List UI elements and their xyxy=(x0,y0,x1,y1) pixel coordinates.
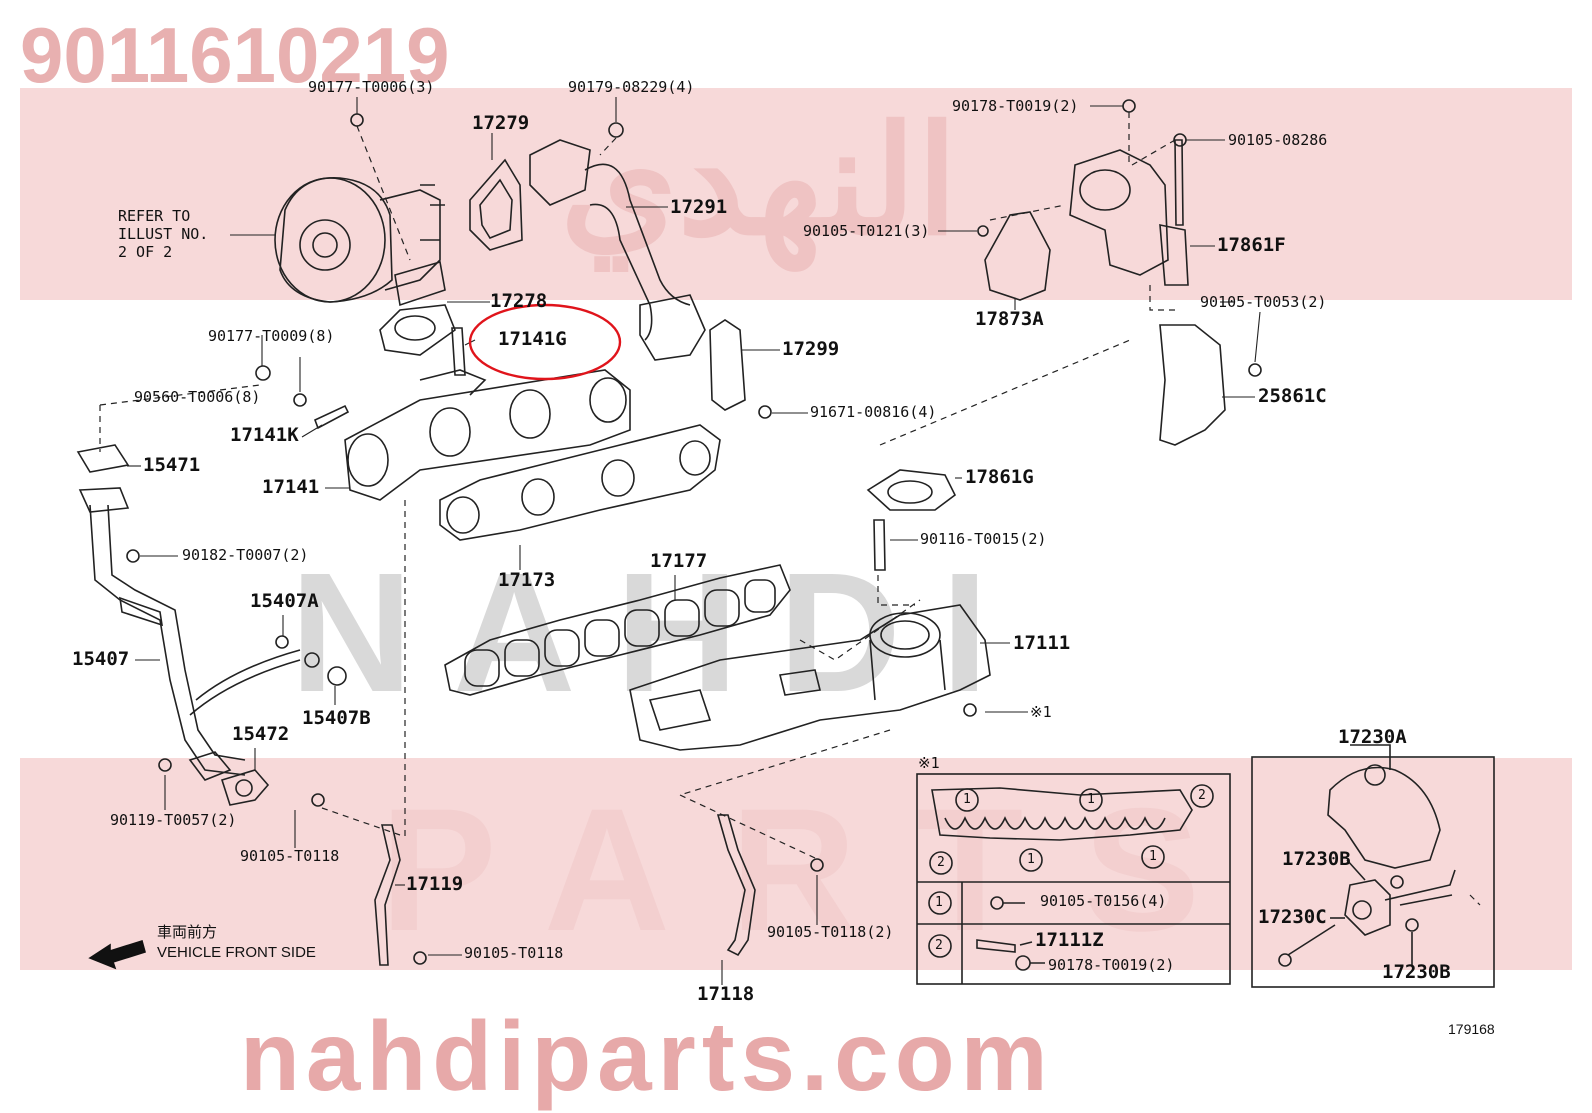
label-90182-T0007: 90182-T0007(2) xyxy=(182,546,309,564)
label-17119: 17119 xyxy=(406,873,464,895)
inset-title: ※1 xyxy=(918,754,940,772)
dashed-lines xyxy=(99,112,1481,906)
label-17141G[interactable]: 17141G xyxy=(498,328,567,350)
exhaust-manifold-drawing xyxy=(344,369,631,501)
label-90105-T0118-a: 90105-T0118 xyxy=(240,847,340,865)
label-17299: 17299 xyxy=(782,338,840,360)
watermark-website: nahdiparts.com xyxy=(240,1001,1054,1111)
front-arrow-icon xyxy=(88,939,146,970)
label-91671-00816: 91671-00816(4) xyxy=(810,403,937,421)
leader-lines xyxy=(127,97,1261,985)
label-17230A: 17230A xyxy=(1338,726,1407,748)
inset-callout-1a: 1 xyxy=(963,792,971,807)
label-15407A: 15407A xyxy=(250,590,319,612)
highlight-ellipse xyxy=(468,303,622,381)
front-note-en: VEHICLE FRONT SIDE xyxy=(157,944,316,961)
label-17230B-a: 17230B xyxy=(1282,848,1351,870)
refer-note-line-3: 2 OF 2 xyxy=(118,243,173,261)
inset-row-2-part-b: 90178-T0019(2) xyxy=(1048,956,1175,974)
exhaust-gasket-drawing xyxy=(439,424,721,541)
label-90105-T0121: 90105-T0121(3) xyxy=(803,222,930,240)
watermark-brand-arabic: النهدي xyxy=(560,97,958,265)
inset-row-1-part: 90105-T0156(4) xyxy=(1040,892,1167,910)
intake-gasket-drawing xyxy=(444,564,791,696)
inset-callout-1b: 1 xyxy=(1087,792,1095,807)
inset-callout-1c: 1 xyxy=(1027,852,1035,867)
label-17230B-b: 17230B xyxy=(1382,961,1451,983)
watermark-part-number: 9011610219 xyxy=(20,11,450,99)
label-15471: 15471 xyxy=(143,454,201,476)
label-17177: 17177 xyxy=(650,550,708,572)
label-17873A: 17873A xyxy=(975,308,1044,330)
label-17173: 17173 xyxy=(498,569,556,591)
label-90119-T0057: 90119-T0057(2) xyxy=(110,811,237,829)
label-17111: 17111 xyxy=(1013,632,1071,654)
label-17278: 17278 xyxy=(490,290,548,312)
inset-callout-2a: 2 xyxy=(1198,788,1206,803)
inset-box-1 xyxy=(916,773,1231,985)
label-90105-T0053: 90105-T0053(2) xyxy=(1200,293,1327,311)
inset-callout-2b: 2 xyxy=(937,855,945,870)
inset-row-1-key: 1 xyxy=(935,895,943,910)
label-17279: 17279 xyxy=(472,112,530,134)
label-90560-T0006: 90560-T0006(8) xyxy=(134,388,261,406)
front-note-jp: 車両前方 xyxy=(157,924,218,941)
refer-note-line-1: REFER TO xyxy=(118,207,191,225)
label-star1: ※1 xyxy=(1030,703,1052,721)
diagram-id: 179168 xyxy=(1448,1021,1495,1037)
label-15407: 15407 xyxy=(72,648,130,670)
label-17118: 17118 xyxy=(697,983,755,1005)
label-90105-T0118-b: 90105-T0118 xyxy=(464,944,564,962)
inset-box-17230 xyxy=(1251,744,1495,988)
label-90177-T0006: 90177-T0006(3) xyxy=(308,78,435,96)
watermark-brand-parts: PARTS xyxy=(380,773,1261,968)
inset-row-2-key: 2 xyxy=(935,938,943,953)
label-17291: 17291 xyxy=(670,196,728,218)
label-17230C: 17230C xyxy=(1258,906,1327,928)
label-17141K: 17141K xyxy=(230,424,299,446)
label-90179-08229: 90179-08229(4) xyxy=(568,78,695,96)
refer-note-line-2: ILLUST NO. xyxy=(118,225,209,243)
label-90105-08286: 90105-08286 xyxy=(1228,131,1328,149)
label-17861F: 17861F xyxy=(1217,234,1286,256)
inset-row-2-part-a: 17111Z xyxy=(1035,929,1104,951)
label-90116-T0015: 90116-T0015(2) xyxy=(920,530,1047,548)
label-17861G: 17861G xyxy=(965,466,1034,488)
turbo-elbow-drawing xyxy=(1069,99,1189,286)
label-15472: 15472 xyxy=(232,723,290,745)
label-25861C: 25861C xyxy=(1258,385,1327,407)
watermark-band-bottom xyxy=(20,758,1572,970)
label-90177-T0009: 90177-T0009(8) xyxy=(208,327,335,345)
label-90105-T0118-c: 90105-T0118(2) xyxy=(767,923,894,941)
label-15407B: 15407B xyxy=(302,707,371,729)
intake-manifold-drawing xyxy=(629,604,991,751)
inset-callout-1d: 1 xyxy=(1149,849,1157,864)
label-17141: 17141 xyxy=(262,476,320,498)
label-90178-T0019: 90178-T0019(2) xyxy=(952,97,1079,115)
turbocharger-left-drawing xyxy=(274,177,446,307)
